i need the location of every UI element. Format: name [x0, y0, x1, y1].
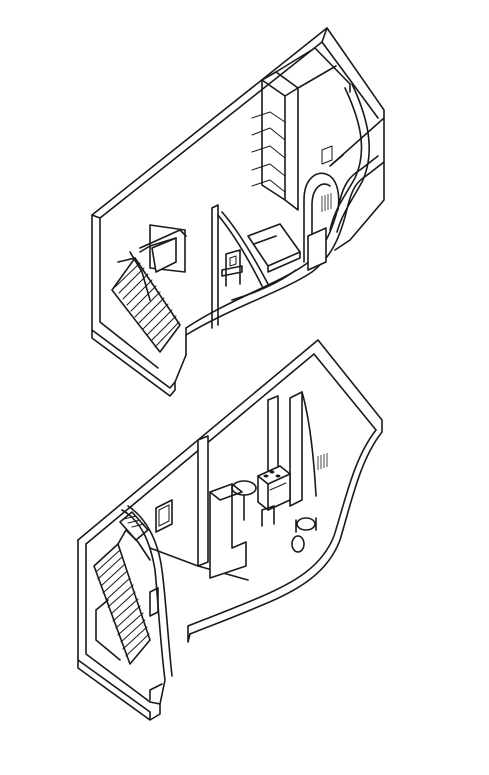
- upper-top-rim: [99, 41, 379, 219]
- lower-right-wall: [189, 427, 383, 635]
- upper-curved-front-wall-inner: [185, 155, 379, 329]
- lower-partition-center: [197, 435, 209, 567]
- lower-left-wall: [77, 539, 151, 713]
- lower-curved-left-wall-inner: [127, 505, 173, 677]
- lower-toilet: [295, 517, 317, 533]
- lower-partition-far-right: [289, 391, 303, 507]
- upper-radiator: [321, 193, 332, 212]
- upper-bookshelf: [251, 71, 299, 211]
- lower-kitchen-counter: [257, 465, 291, 511]
- lower-stair-newel: [149, 587, 159, 617]
- upper-back-wall: [91, 27, 385, 389]
- lower-level-volume: [77, 339, 383, 721]
- lower-radiator: [317, 453, 328, 470]
- upper-rear-room: [275, 47, 351, 93]
- lower-low-wall: [209, 483, 247, 579]
- upper-arch-opening: [303, 172, 340, 263]
- lower-framed-picture: [155, 499, 173, 533]
- lower-sink: [291, 535, 305, 553]
- upper-right-wall-top: [321, 27, 328, 43]
- upper-bed-base: [267, 251, 301, 273]
- lower-low-wall-top: [209, 483, 243, 501]
- upper-center-column: [211, 204, 219, 329]
- upper-curved-front-wall: [185, 161, 385, 336]
- lower-partition-center-floor: [149, 547, 249, 581]
- upper-staircase: [111, 251, 181, 353]
- lower-round-table: [231, 480, 257, 521]
- lower-curved-wall-cap: [187, 625, 191, 643]
- upper-bed: [247, 223, 301, 267]
- upper-cabinet-top: [139, 237, 177, 253]
- upper-small-window: [321, 145, 333, 165]
- lower-curved-left-wall: [121, 509, 166, 705]
- upper-right-curved-wall: [329, 87, 363, 231]
- lower-front-doorway: [149, 683, 163, 701]
- upper-cabinet: [151, 237, 177, 273]
- upper-level-volume: [91, 27, 385, 397]
- upper-front-rail: [231, 269, 297, 301]
- lower-right-wall-inner: [187, 429, 377, 627]
- upper-chair: [221, 249, 243, 287]
- lower-floor-slab-edge: [77, 659, 161, 721]
- upper-partition-left-top: [139, 229, 187, 249]
- lower-partition-far-right-curve: [301, 391, 317, 497]
- upper-curved-partition: [217, 211, 269, 287]
- lower-staircase: [93, 529, 151, 665]
- lower-stool: [261, 505, 275, 527]
- lower-upper-flight-steps: [123, 515, 145, 528]
- upper-floor-slab-edge: [91, 329, 176, 397]
- upper-arch-opening-inner: [311, 183, 331, 259]
- upper-right-wall-outer: [334, 117, 385, 251]
- lower-top-rim: [85, 353, 377, 545]
- upper-side-wall-left: [91, 214, 159, 369]
- upper-wardrobe: [307, 227, 327, 271]
- lower-upper-flight: [119, 511, 149, 541]
